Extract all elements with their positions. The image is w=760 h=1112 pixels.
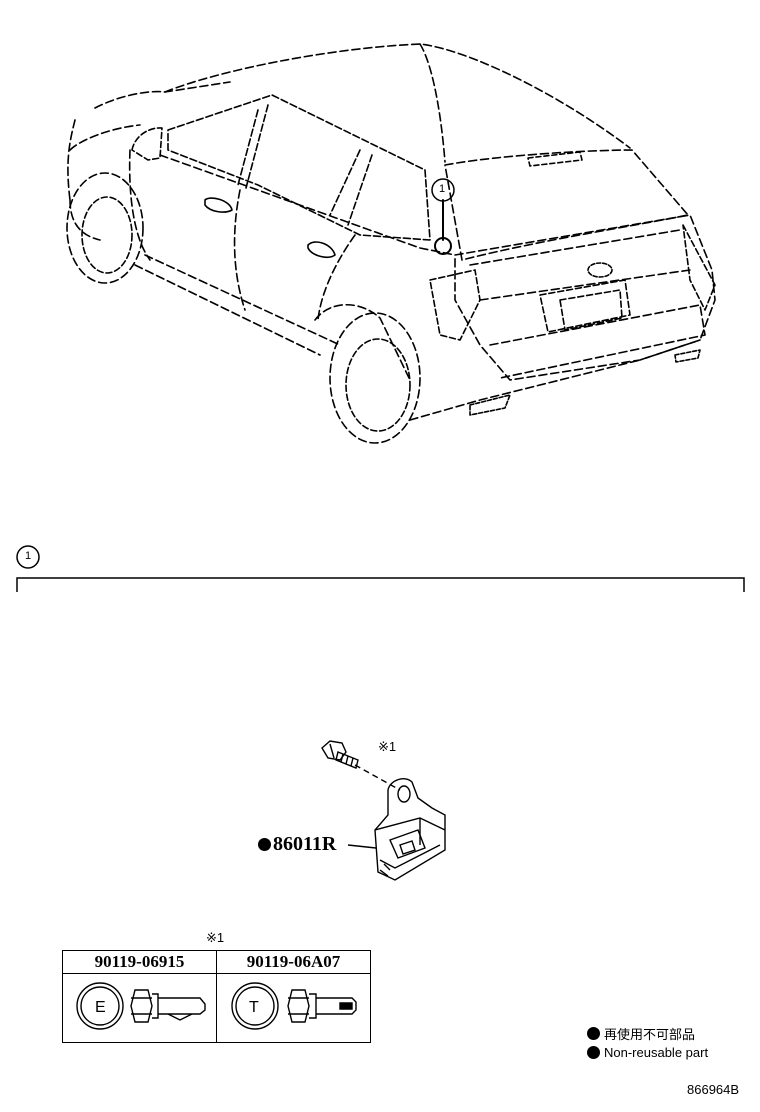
bolt-drawing-cell: E: [62, 973, 217, 1043]
bolt-note: ※1: [378, 739, 397, 754]
bolt-head-mark: T: [249, 999, 259, 1016]
bolt-illustration: [321, 740, 401, 791]
bullet-icon: [587, 1046, 600, 1059]
bolt-part-number[interactable]: 90119-06A07: [216, 950, 371, 974]
bolt-table-note: ※1: [206, 930, 225, 945]
bolt-table: 90119-06915 90119-06A07 E T: [62, 950, 371, 1043]
sensor-bracket: [347, 778, 446, 881]
section-callout-number: 1: [25, 550, 32, 562]
part-number-label[interactable]: 86011R: [258, 833, 336, 856]
callout-number: 1: [439, 183, 446, 195]
non-reusable-marker-icon: [258, 838, 271, 851]
bolt-part-number[interactable]: 90119-06915: [62, 950, 217, 974]
bullet-icon: [587, 1027, 600, 1040]
legend-item: 再使用不可部品: [587, 1024, 695, 1043]
legend-text: Non-reusable part: [604, 1045, 709, 1060]
diagram-id: 866964B: [687, 1082, 740, 1097]
part-number: 86011R: [273, 833, 337, 855]
bolt-drawing-cell: T: [216, 973, 371, 1043]
legend-item: Non-reusable part: [587, 1045, 708, 1060]
legend-text: 再使用不可部品: [604, 1027, 696, 1042]
bolt-head-mark: E: [95, 999, 106, 1016]
